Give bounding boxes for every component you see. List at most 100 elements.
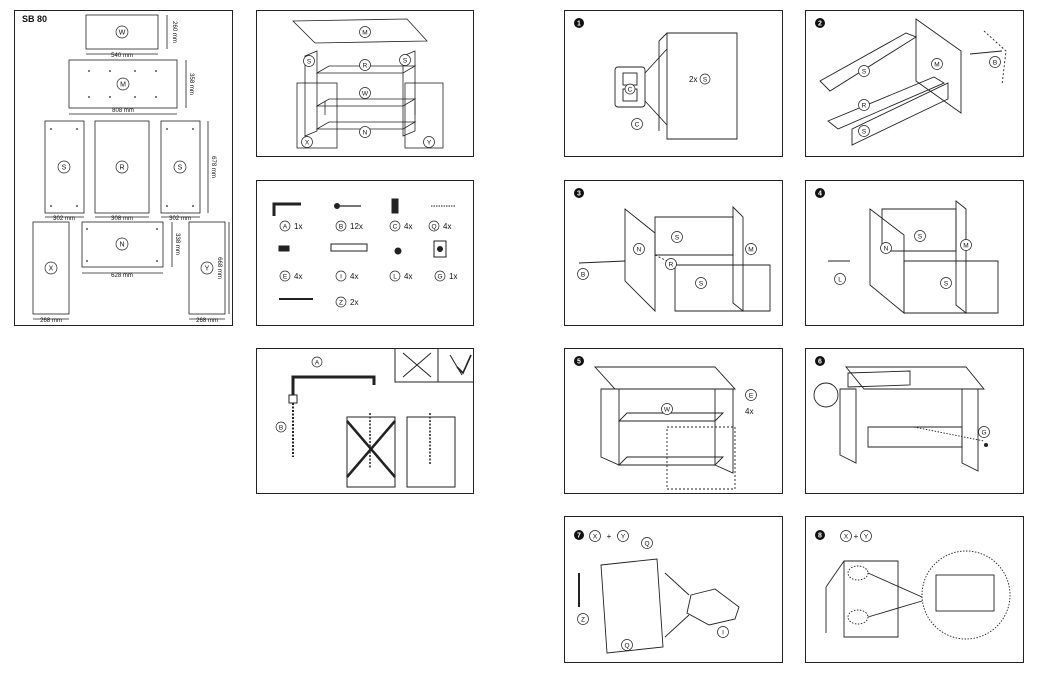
exploded-label-s-right: S (403, 58, 408, 65)
document-title: SB 80 (22, 14, 48, 24)
hardware-letter-c: C (393, 224, 398, 231)
step-3-diagram: 3 S N M R S B (574, 188, 771, 313)
step-1-number: 1 (577, 21, 581, 28)
hardware-letter-q: Q (431, 224, 436, 231)
hardware-qty-l: 4x (404, 272, 412, 281)
hardware-qty-g: 1x (449, 272, 457, 281)
hardware-diagram: A B C Q E I L G Z 1x 12x 4x 4x 4x 4x 4x … (272, 198, 457, 308)
tool-label-a: A (315, 360, 320, 367)
step-7-label-z: Z (581, 617, 585, 624)
hardware-qty-b: 12x (350, 222, 363, 231)
step-4-number: 4 (818, 191, 822, 198)
step-8-number: 8 (818, 533, 822, 540)
step-7-label-q-top: Q (644, 541, 649, 548)
tools-diagram: A B (275, 349, 473, 488)
step-2-label-m: M (934, 62, 939, 69)
step-5-panel: 5 W E 4x (564, 348, 783, 494)
step-7-diagram: 7 X Y Q Z Q I + (574, 530, 740, 654)
step-4-label-s-bottom: S (944, 281, 949, 288)
step-1-qty: 2x (689, 75, 697, 84)
step-3-label-r: R (669, 262, 674, 269)
step-1-diagram: 1 C S C 2x (574, 18, 738, 140)
step-2-label-s-bottom: S (862, 129, 867, 136)
dim-w-width: 540 mm (111, 53, 133, 59)
part-label-y: Y (205, 266, 210, 273)
step-8-panel: 8 X Y + (805, 516, 1024, 663)
step-2-label-r: R (862, 103, 867, 110)
step-1-connector-c: C (628, 87, 633, 94)
step-3-number: 3 (577, 191, 581, 198)
hardware-qty-a: 1x (294, 222, 302, 231)
hardware-qty-e: 4x (294, 272, 302, 281)
exploded-view-panel: M S S R W N X Y (256, 10, 474, 157)
hardware-letter-g: G (437, 274, 442, 281)
hardware-letter-i: I (340, 274, 342, 281)
exploded-label-r: R (363, 63, 368, 70)
hardware-letter-l: L (393, 274, 397, 281)
dim-m-height: 358 mm (188, 73, 194, 95)
step-5-diagram: 5 W E 4x (574, 356, 757, 490)
step-6-panel: 6 G (805, 348, 1024, 494)
step-6-diagram: 6 G (813, 356, 990, 472)
hardware-letter-a: A (283, 224, 288, 231)
part-label-s-right: S (178, 165, 183, 172)
step-2-label-s-top: S (862, 69, 867, 76)
dim-m-width: 808 mm (112, 108, 134, 114)
dim-r-width: 308 mm (111, 216, 133, 222)
dim-side-left-width: 302 mm (53, 216, 75, 222)
dim-x-width: 268 mm (40, 318, 62, 324)
dim-n-width: 628 mm (111, 273, 133, 279)
exploded-label-m: M (362, 30, 367, 37)
hardware-qty-q: 4x (443, 222, 451, 231)
step-7-plus: + (607, 532, 612, 541)
step-1-panel: 1 C S C 2x (564, 10, 783, 157)
part-label-m: M (120, 82, 126, 89)
step-4-diagram: 4 S N M S L (815, 188, 999, 314)
part-label-x: X (49, 266, 54, 273)
step-6-label-g: G (981, 430, 986, 437)
step-5-qty: 4x (745, 407, 753, 416)
step-8-label-y: Y (864, 534, 869, 541)
dim-w-height: 260 mm (171, 21, 177, 43)
step-4-label-l: L (838, 277, 842, 284)
dim-y-width: 268 mm (196, 318, 218, 324)
step-7-label-y: Y (621, 534, 626, 541)
dim-sr-height: 678 mm (210, 156, 216, 178)
step-2-diagram: 2 S M B R S (815, 18, 1007, 146)
step-7-panel: 7 X Y Q Z Q I + (564, 516, 783, 663)
step-2-panel: 2 S M B R S (805, 10, 1024, 157)
step-7-label-q-bottom: Q (624, 643, 629, 650)
tools-panel: A B (256, 348, 474, 494)
exploded-label-x: X (305, 140, 310, 147)
exploded-label-y: Y (427, 140, 432, 147)
step-3-label-m: M (748, 247, 753, 254)
step-4-panel: 4 S N M S L (805, 180, 1024, 326)
step-5-label-e: E (749, 393, 754, 400)
step-4-label-m: M (963, 243, 968, 250)
hardware-panel: A B C Q E I L G Z 1x 12x 4x 4x 4x 4x 4x … (256, 180, 474, 326)
step-7-label-i: I (722, 630, 724, 637)
step-3-panel: 3 S N M R S B (564, 180, 783, 326)
hardware-qty-z: 2x (350, 298, 358, 307)
part-label-s-left: S (62, 165, 67, 172)
exploded-label-n: N (363, 130, 368, 137)
step-8-label-x: X (844, 534, 849, 541)
step-6-number: 6 (818, 359, 822, 366)
exploded-view-diagram: M S S R W N X Y (292, 18, 444, 149)
hardware-qty-c: 4x (404, 222, 412, 231)
hardware-letter-b: B (339, 224, 343, 231)
step-1-label-s: S (703, 77, 708, 84)
dim-side-right-width: 302 mm (169, 216, 191, 222)
hardware-qty-i: 4x (350, 272, 358, 281)
step-1-label-c: C (635, 122, 640, 129)
step-5-label-w: W (664, 407, 671, 414)
step-4-label-n: N (884, 246, 889, 253)
step-7-label-x: X (593, 534, 598, 541)
part-label-r: R (119, 165, 124, 172)
part-label-n: N (119, 242, 124, 249)
step-5-number: 5 (577, 359, 581, 366)
dim-xy-height: 668 mm (216, 257, 222, 279)
step-3-label-s-bottom: S (699, 281, 704, 288)
step-3-label-n: N (637, 247, 642, 254)
step-8-plus: + (854, 532, 859, 541)
